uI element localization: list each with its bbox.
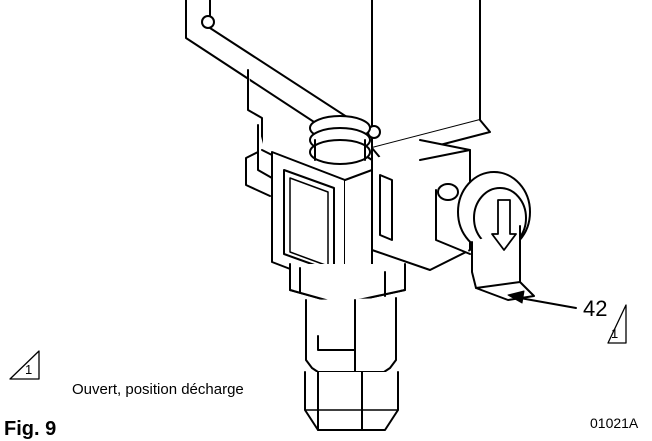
- pump-body-front: [271, 151, 373, 291]
- hex-nut: [289, 263, 406, 305]
- legend-warning-triangle-icon: [9, 350, 40, 380]
- warning-triangle-icon: [607, 304, 627, 344]
- left-block: [245, 69, 279, 197]
- catalog-number: 01021A: [590, 415, 639, 431]
- down-arrow-icon: [491, 199, 517, 251]
- legend-text: Ouvert, position décharge: [72, 381, 244, 398]
- callout-warning-number: 1: [611, 326, 618, 341]
- drain-valve-lever[interactable]: [471, 225, 535, 301]
- legend-warning-number: 1: [25, 362, 32, 377]
- callout-part-number: 42: [583, 296, 608, 321]
- right-body: [371, 139, 471, 271]
- figure-title: Fig. 9: [4, 418, 57, 440]
- bottom-fitting: [304, 371, 399, 431]
- outlet-cylinder: [305, 297, 397, 373]
- coupling-nut: [309, 115, 371, 165]
- callout-leader-line: [507, 290, 577, 309]
